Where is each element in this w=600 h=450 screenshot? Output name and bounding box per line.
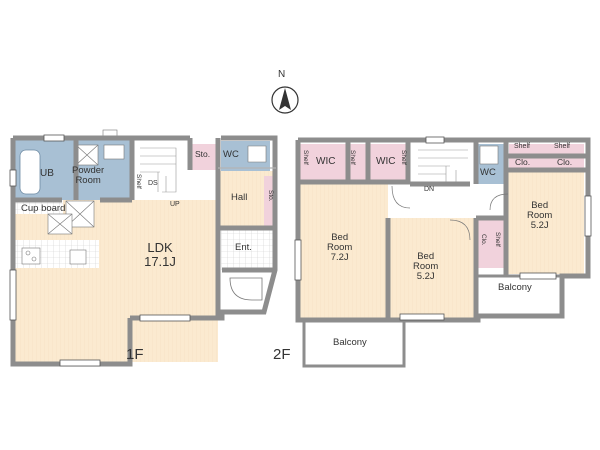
room-label-powder-room: Powder Room (72, 166, 104, 186)
room-label-wic-1: WIC (316, 156, 336, 167)
room-label-wic-2: WIC (376, 156, 396, 167)
room-label-sto: Sto. (195, 149, 211, 159)
room-label-bed-left: Bed Room 7.2J (327, 233, 352, 263)
room-label-shelf-top-2: Shelf (554, 143, 570, 150)
room-label-sto-vertical: Sto. (266, 190, 274, 202)
floor-label-2f: 2F (273, 346, 291, 363)
room-label-bed-mid: Bed Room 5.2J (413, 252, 438, 282)
room-label-shelf-mid2: Shelf (399, 150, 407, 165)
bed-left-line-1: Bed (331, 232, 349, 243)
room-label-clo-2: Clo. (557, 157, 573, 167)
room-label-balcony-right: Balcony (498, 282, 532, 293)
bed-right-line-2: Room (527, 209, 553, 221)
room-label-shelf-vertical: Shelf (493, 232, 501, 247)
room-label-bed-right: Bed Room 5.2J (527, 201, 552, 231)
bed-mid-line-3: 5.2J (416, 270, 435, 282)
room-label-shelf-left: Shelf (301, 150, 309, 165)
bed-right-line-1: Bed (531, 200, 549, 211)
stair-label-dn: DN (424, 186, 435, 193)
room-label-clo-vertical: Clo. (479, 234, 487, 246)
ldk-size: 17.1J (144, 253, 176, 269)
room-label-ent: Ent. (235, 242, 252, 253)
room-label-balcony-bottom: Balcony (333, 337, 367, 348)
bed-mid-line-2: Room (413, 260, 439, 272)
room-label-wc-1f: WC (223, 149, 239, 160)
room-label-cup-board: Cup board (21, 203, 66, 214)
room-label-ds: DS (148, 180, 158, 187)
compass-letter: N (278, 69, 286, 80)
room-label-wc-2f: WC (480, 167, 496, 178)
bed-left-line-2: Room (327, 241, 353, 253)
bed-right-line-3: 5.2J (530, 219, 549, 231)
powder-line-1: Powder (72, 165, 105, 176)
room-label-ub: UB (40, 168, 54, 179)
room-label-shelf-top-1: Shelf (514, 143, 530, 150)
ldk-name: LDK (147, 240, 173, 255)
floor-label-1f: 1F (126, 346, 144, 363)
room-label-hall: Hall (231, 192, 248, 203)
room-label-shelf-mid: Shelf (348, 150, 356, 165)
room-label-shelf-1f: Shelf (134, 174, 142, 189)
room-label-clo-1: Clo. (515, 157, 531, 167)
floor-1 (9, 129, 278, 367)
powder-line-2: Room (75, 174, 101, 186)
floor-2 (294, 136, 592, 368)
stair-label-up: UP (170, 201, 180, 208)
room-label-ldk: LDK 17.1J (140, 241, 180, 268)
bed-mid-line-1: Bed (417, 251, 435, 262)
bed-left-line-3: 7.2J (330, 251, 349, 263)
compass-icon (271, 86, 299, 114)
